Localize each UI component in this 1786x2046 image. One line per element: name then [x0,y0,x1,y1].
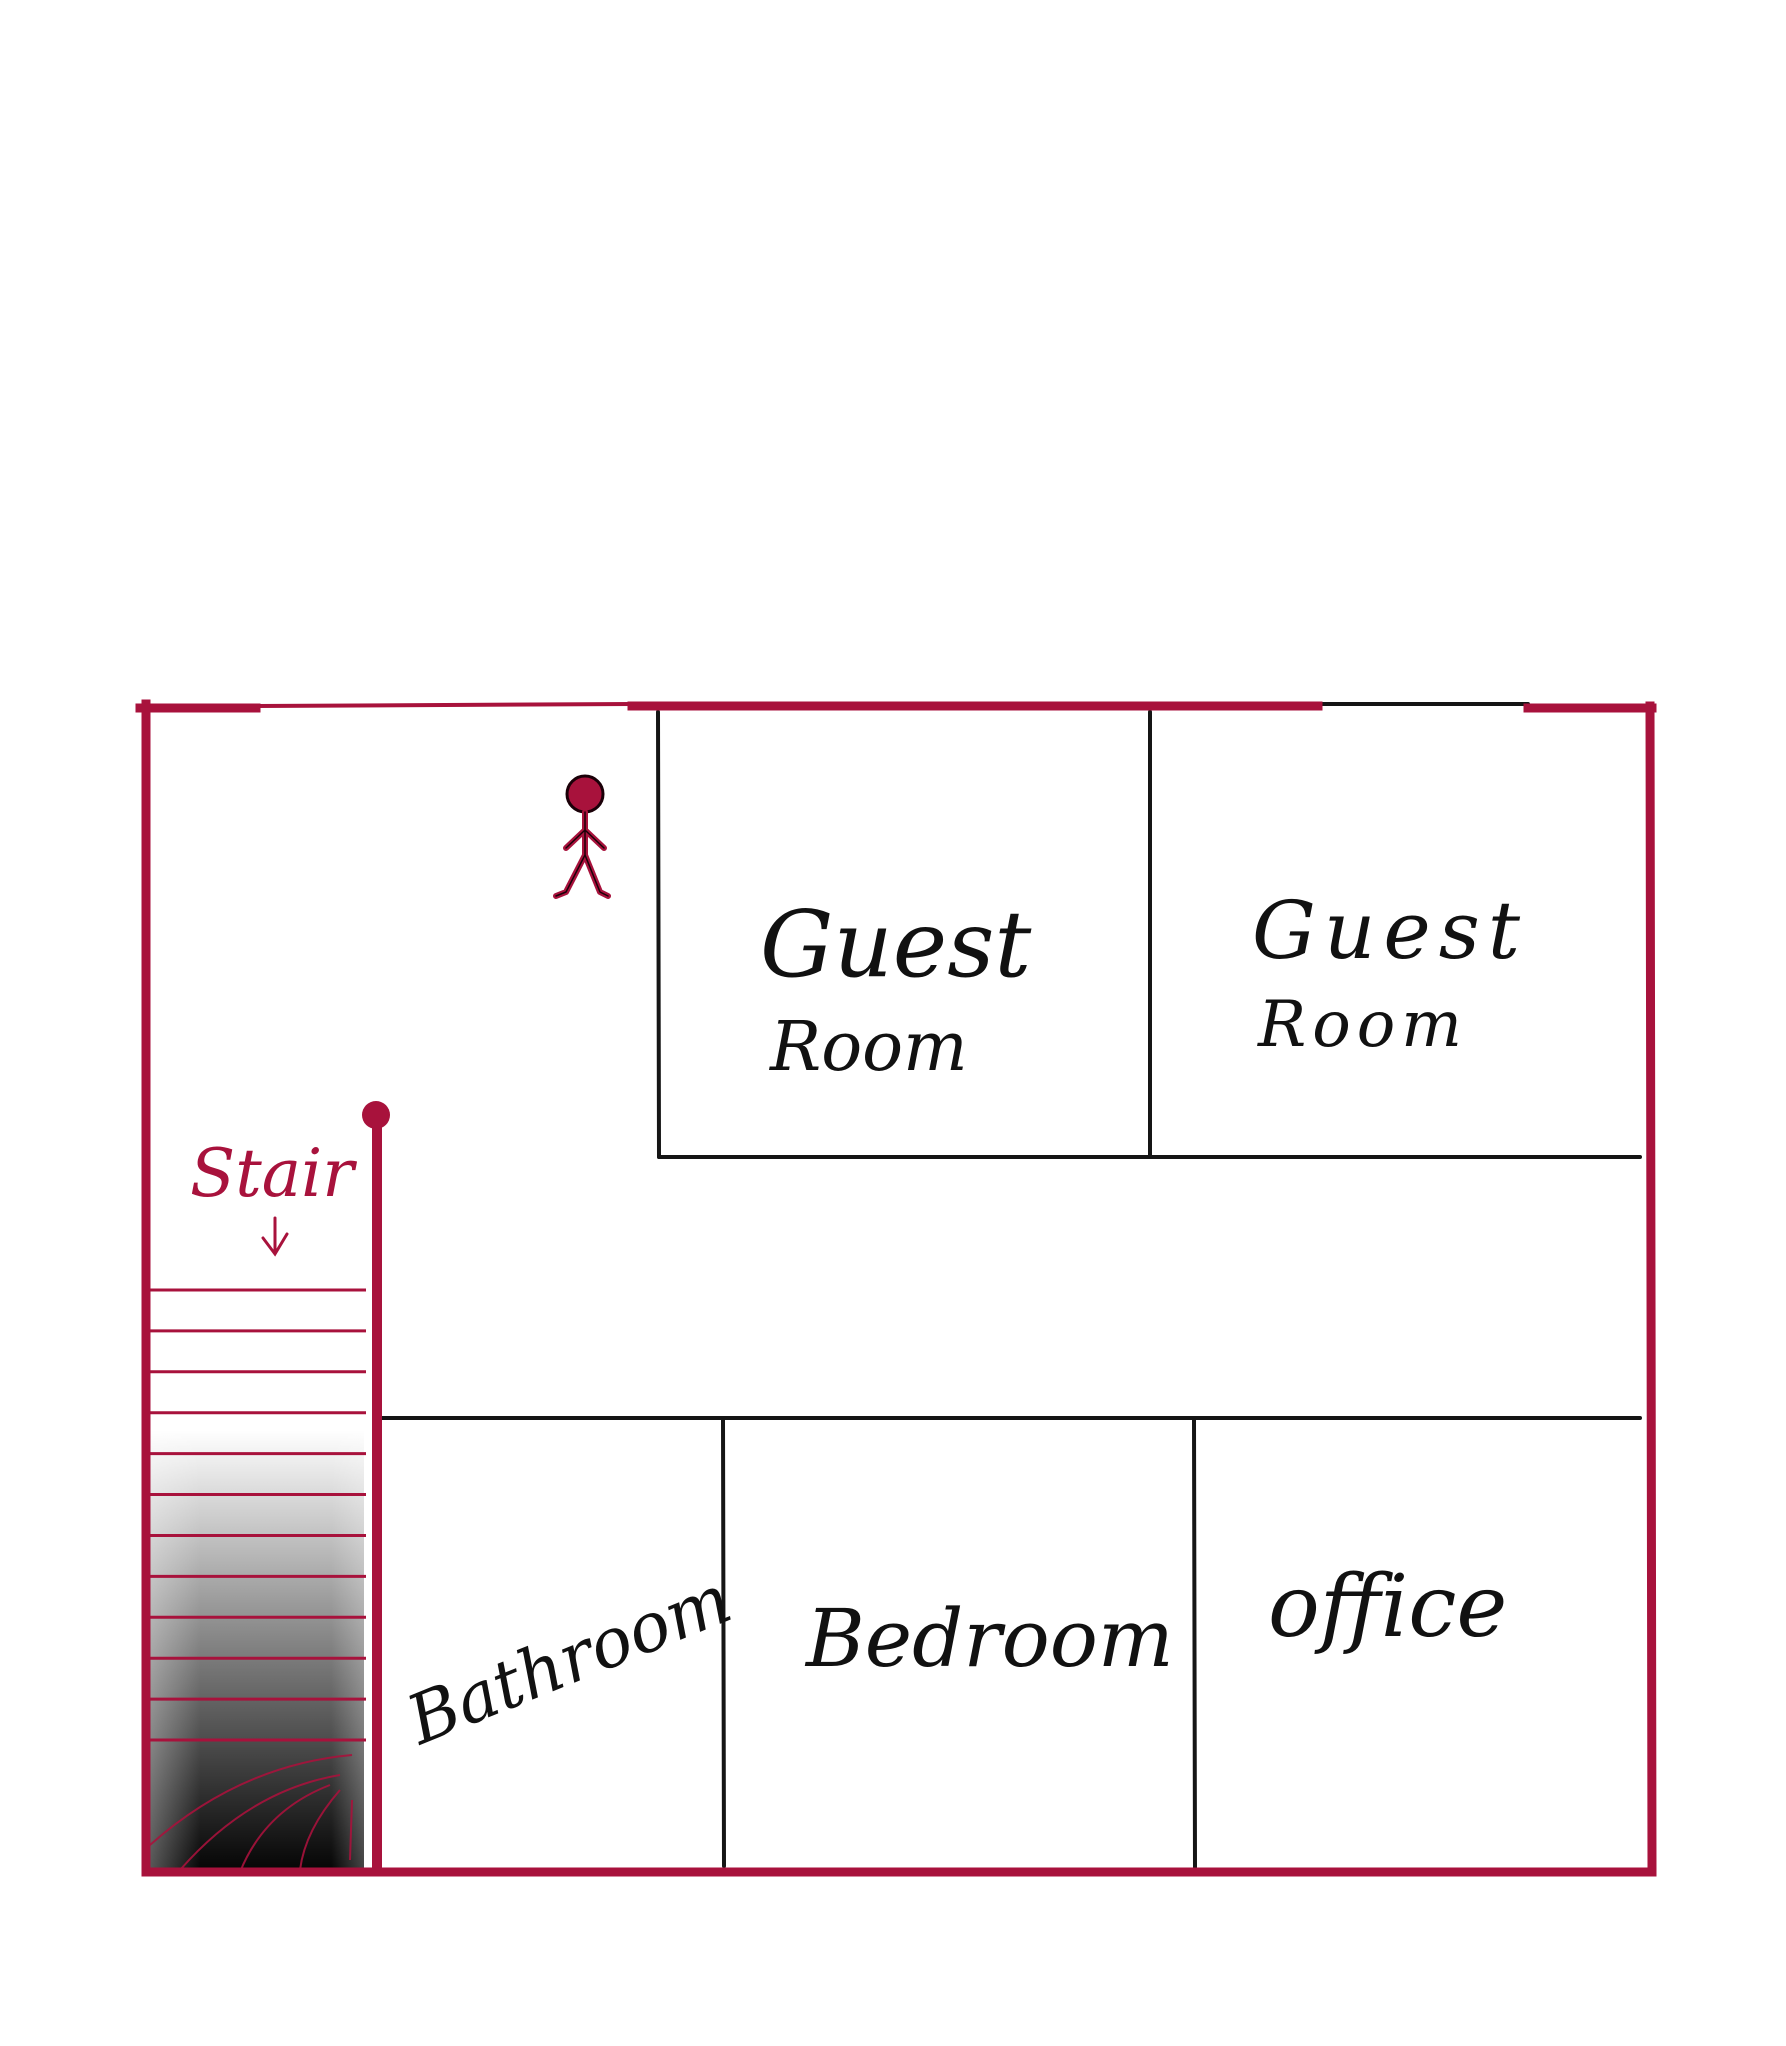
top-exterior-wall-left-thin [255,702,633,708]
stair-rail [362,1101,390,1870]
interior-walls [380,702,1642,1870]
person-head [565,774,605,814]
guest-rooms-left-wall [656,710,661,1159]
guest-room-1-label-line2: Room [768,1008,968,1087]
person-stick-figure-icon [553,774,611,899]
person-body [553,809,611,899]
bedroom-office-wall [1192,1418,1197,1870]
stair-label: Stair [190,1135,357,1212]
exterior-walls [135,699,1657,1877]
guest-room-1-label-line1: Guest [760,891,1032,998]
stair-steps [150,1288,366,1742]
exterior-wall-thin-segments [255,702,633,708]
bedroom-label: Bedroom [804,1592,1174,1685]
person-body-outline [555,811,609,897]
guest-room-2-label-line2: Room [1257,988,1468,1062]
office-label: office [1268,1557,1507,1657]
stair-rail-post [362,1101,390,1129]
stair-annotation: Stair [190,1135,357,1257]
stair-well [146,1288,366,1873]
guest-room-2-label-line1: Guest [1252,884,1528,977]
bathroom-label: Bathroom [395,1560,742,1762]
stair-winder-lines [149,1754,353,1873]
stair-shadow-fade [146,1430,364,1870]
bathroom-bedroom-wall [721,1418,726,1868]
right-exterior-wall [1645,701,1657,1875]
room-labels: Guest Room Guest Room Bathroom Bedroom o… [395,884,1528,1762]
down-arrow-icon [261,1216,289,1257]
